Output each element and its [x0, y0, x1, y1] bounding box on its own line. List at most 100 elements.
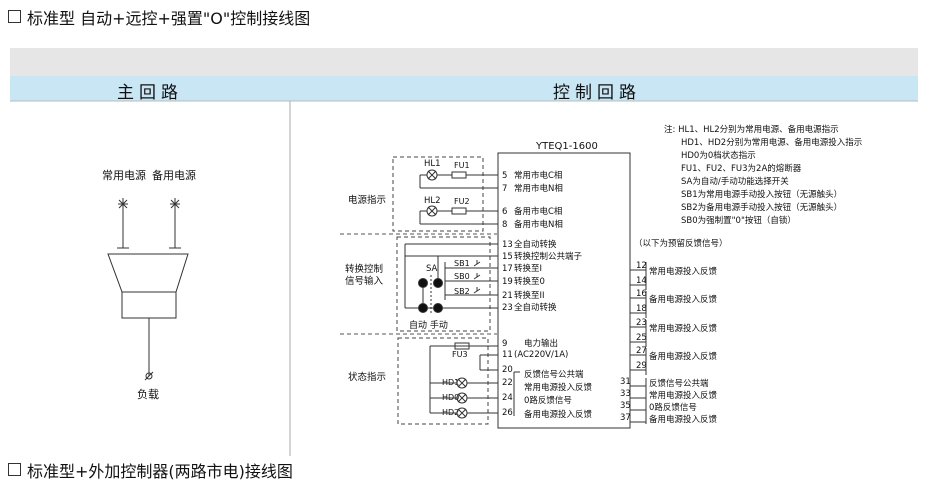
page-title-bottom-text: 标准型+外加控制器(两路市电)接线图 [27, 462, 293, 481]
section-switch-signal-1: 转换控制 [345, 263, 383, 275]
fu1-fuse-icon [451, 171, 467, 179]
pushbutton-icon [473, 273, 481, 280]
terminal-label: 反馈信号公共端 [524, 369, 584, 380]
power-indication-box [392, 156, 484, 232]
gray-band [10, 48, 918, 76]
terminal-number: 7 [502, 184, 507, 194]
terminal-number: 31 [620, 377, 631, 387]
sa-label: SA [426, 264, 438, 274]
lamp-icon [426, 169, 438, 181]
terminal-number: 26 [502, 408, 513, 418]
terminal-label: 常用市电C相 [514, 170, 562, 181]
main-circuit: 常用电源 备用电源 负载 [102, 168, 196, 401]
sa-contact-icon: 4 [433, 278, 443, 288]
terminal-number: 14 [636, 276, 647, 286]
section-switch-signal-2: 信号输入 [345, 275, 384, 287]
load-label: 负载 [137, 387, 159, 401]
terminal-number: 6 [502, 207, 507, 217]
transfer-switch-body [107, 253, 189, 319]
terminal-label: 常用市电N相 [514, 183, 563, 194]
sa-pos-label: 4 [436, 280, 441, 288]
terminal-number: 33 [620, 389, 631, 399]
load-terminal-icon [144, 371, 154, 381]
page-title-top-text: 标准型 自动+远控+强置"O"控制接线图 [27, 9, 311, 28]
terminal-number: 8 [502, 220, 507, 230]
section-power-indication: 电源指示 [348, 194, 386, 206]
terminal-label: 全自动转换 [514, 302, 557, 313]
terminal-number: 16 [636, 289, 647, 299]
terminal-number: 23 [636, 318, 647, 328]
source-backup-label: 备用电源 [152, 168, 196, 182]
auto-manual-label: 自动 手动 [409, 319, 448, 331]
terminal-number: 21 [502, 291, 513, 301]
terminal-number: 9 [502, 339, 507, 349]
hl2-label: HL2 [424, 196, 441, 206]
note-line: HD0为0档状态指示 [681, 150, 756, 161]
status-group: FU3 HD1 HD0 HD2 [429, 342, 498, 419]
feedback-bottom: 31 反馈信号公共端 33 常用电源投入反馈 35 0路反馈信号 37 备用电源… [620, 377, 718, 425]
terminal-number: 25 [636, 333, 647, 343]
terminal-number: 19 [502, 277, 513, 287]
page-title-bottom: 标准型+外加控制器(两路市电)接线图 [8, 458, 293, 482]
terminal-label: 转换至0 [514, 276, 545, 287]
lamp-icon [426, 205, 438, 217]
note-line: HD1、HD2分别为常用电源、备用电源投入指示 [681, 137, 862, 148]
checkbox-square-icon [8, 463, 21, 476]
hl1-lamp-group: HL1 FU1 [419, 159, 498, 189]
terminal-number: 37 [620, 413, 631, 423]
checkbox-square-icon [8, 10, 21, 23]
hl1-label: HL1 [424, 159, 441, 169]
controller-box [497, 152, 631, 429]
terminal-label: 转换至I [514, 263, 542, 274]
sa-contact-icon: 3 [418, 278, 428, 288]
page-title-top: 标准型 自动+远控+强置"O"控制接线图 [8, 5, 310, 29]
terminal-number: 11 [502, 350, 513, 360]
feedback-label: 常用电源投入反馈 [649, 390, 718, 401]
sa-pos-label: 2 [436, 305, 440, 313]
note-line: SB0为强制置"0"按钮（自锁） [681, 215, 796, 226]
sa-contact-icon: 1 [418, 303, 428, 313]
feedback-label: 备用电源投入反馈 [649, 414, 718, 425]
sb0-label: SB0 [454, 272, 470, 281]
terminal-number: 23 [502, 303, 513, 313]
control-circuit: YTEQ1-1600 注: HL1、HL2分别为常用电源、备用电源指示 HD1、… [340, 124, 862, 429]
pushbutton-icon [473, 260, 481, 267]
terminal-label: 0路反馈信号 [524, 395, 572, 406]
note-line: SA为自动/手动功能选择开关 [681, 176, 789, 187]
fu2-label: FU2 [454, 197, 470, 206]
sa-contact-icon: 2 [433, 303, 443, 313]
pushbutton-icon [473, 287, 481, 294]
terminal-number: 29 [636, 361, 647, 371]
feedback-label: 常用电源投入反馈 [649, 323, 718, 334]
note-line: SB2为备用电源手动投入按钮（无源触头） [681, 202, 842, 213]
sb1-label: SB1 [454, 259, 470, 268]
terminal-number: 24 [502, 393, 513, 403]
terminal-number: 15 [502, 252, 513, 262]
feedback-label: 备用电源投入反馈 [649, 294, 718, 305]
sb2-label: SB2 [454, 287, 470, 296]
feedback-pairs: 12 14 常用电源投入反馈 16 18 备用电源投入反馈 23 25 常用电源… [630, 261, 718, 375]
breaker-main-icon [117, 198, 129, 249]
terminal-number: 17 [502, 264, 513, 274]
source-main-label: 常用电源 [102, 168, 146, 182]
switch-control-box [396, 236, 491, 332]
terminal-label: 常用电源投入反馈 [524, 382, 593, 393]
feedback-label: 常用电源投入反馈 [649, 266, 718, 277]
terminal-label: 转换至II [514, 290, 545, 301]
terminal-number: 22 [502, 378, 513, 388]
control-circuit-title: 控制回路 [553, 83, 641, 103]
terminal-label: 备用电源投入反馈 [524, 409, 593, 420]
terminal-number: 13 [502, 240, 513, 250]
terminal-number: 35 [620, 401, 631, 411]
sa-pos-label: 3 [421, 280, 425, 288]
terminal-label: 全自动转换 [514, 239, 557, 250]
breaker-backup-icon [169, 198, 181, 249]
terminal-label: 备用市电N相 [514, 219, 563, 230]
note-line: SB1为常用电源手动投入按钮（无源触头） [681, 189, 842, 200]
terminal-number: 5 [502, 171, 507, 181]
terminal-label: 备用市电C相 [514, 206, 562, 217]
feedback-label: 备用电源投入反馈 [649, 351, 718, 362]
switch-control-group: SA 3 4 1 2 SB1 SB0 SB2 自动 手动 [404, 243, 498, 331]
feedback-header: （以下为预留反馈信号） [634, 238, 728, 249]
